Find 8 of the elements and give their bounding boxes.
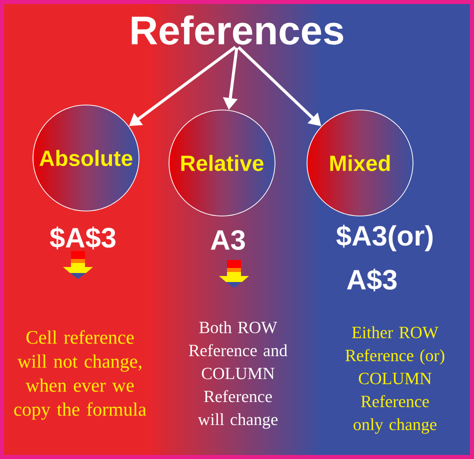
cell-reference: $A3(or)	[336, 224, 433, 252]
cell-reference: A3	[210, 230, 245, 250]
cell-reference: $A$3	[50, 226, 116, 250]
description: Both ROW Reference and COLUMN Reference will change	[188, 321, 288, 429]
description: Either ROW Reference (or) COLUMN Reference only change	[345, 326, 444, 434]
description: Cell reference will not change, when ever we copy the formula	[14, 330, 146, 420]
title: References	[132, 15, 344, 45]
cell-reference: A$3	[347, 268, 397, 292]
